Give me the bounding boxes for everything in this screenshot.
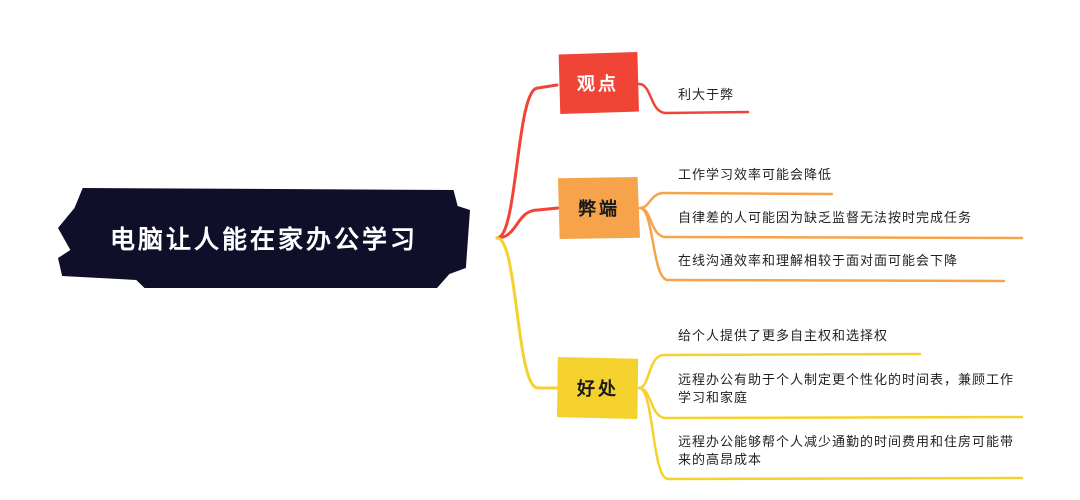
branch-node-view-label: 观点 xyxy=(577,74,619,95)
leaf-node-cons-1[interactable]: 工作学习效率可能会降低 xyxy=(678,168,833,183)
branch-node-cons-label: 弊端 xyxy=(578,199,620,220)
root-node-label: 电脑让人能在家办公学习 xyxy=(109,225,418,254)
leaf-node-view-1[interactable]: 利大于弊 xyxy=(678,88,735,103)
connector-cons-3 xyxy=(638,206,1006,283)
connector-pros-1 xyxy=(637,352,922,390)
connector-root-cons xyxy=(495,206,560,240)
connector-cons-1 xyxy=(638,191,834,210)
branch-node-pros[interactable]: 好处 xyxy=(557,357,639,419)
branch-node-pros-label: 好处 xyxy=(577,379,619,400)
connector-root-view xyxy=(495,83,559,240)
branch-node-view[interactable]: 观点 xyxy=(558,52,639,114)
leaf-node-pros-2[interactable]: 远程办公有助于个人制定更个性化的时间表，兼顾工作学习和家庭 xyxy=(678,373,1015,406)
connector-view-1 xyxy=(637,82,750,115)
branch-node-cons[interactable]: 弊端 xyxy=(558,177,640,239)
root-node[interactable]: 电脑让人能在家办公学习 xyxy=(58,188,470,288)
leaf-node-pros-3[interactable]: 远程办公能够帮个人减少通勤的时间费用和住房可能带来的高昂成本 xyxy=(678,435,1015,468)
leaf-node-cons-3[interactable]: 在线沟通效率和理解相较于面对面可能会下降 xyxy=(678,254,959,269)
connector-pros-3 xyxy=(637,386,1024,481)
connector-root-pros xyxy=(495,236,559,390)
leaf-node-pros-1[interactable]: 给个人提供了更多自主权和选择权 xyxy=(678,329,889,344)
leaf-node-cons-2[interactable]: 自律差的人可能因为缺乏监督无法按时完成任务 xyxy=(678,211,973,226)
